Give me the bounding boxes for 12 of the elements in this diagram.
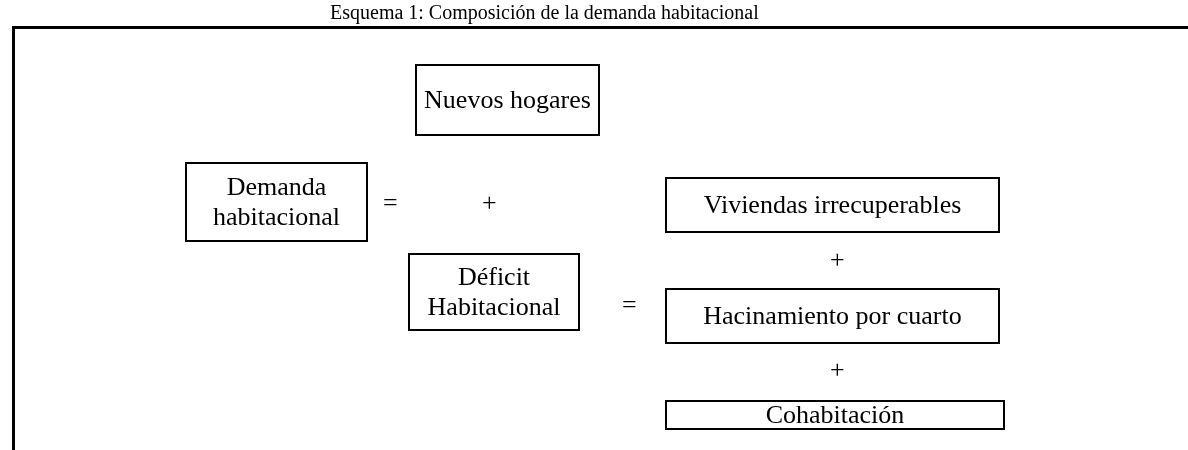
diagram-title: Esquema 1: Composición de la demanda habitacional [330, 0, 759, 24]
term-box: Demanda habitacional [185, 162, 368, 242]
operator-sign: + [830, 355, 845, 385]
term-box: Cohabitación [665, 400, 1005, 430]
operator-sign: = [622, 290, 637, 320]
term-box: Viviendas irrecuperables [665, 177, 1000, 233]
term-box: Hacinamiento por cuarto [665, 288, 1000, 344]
operator-sign: + [482, 188, 497, 218]
term-box: Nuevos hogares [415, 64, 600, 136]
operator-sign: + [830, 245, 845, 275]
operator-sign: = [383, 188, 398, 218]
term-box: Déficit Habitacional [408, 253, 580, 331]
